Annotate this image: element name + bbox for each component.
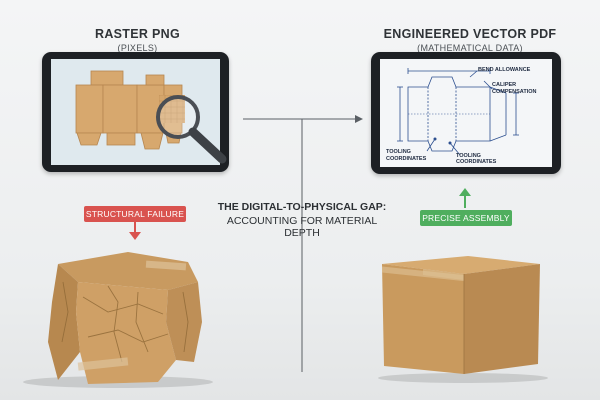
failure-arrow-icon	[129, 221, 141, 240]
vector-title: ENGINEERED VECTOR PDF	[383, 27, 557, 41]
annotation-tooling-left: TOOLING	[386, 149, 411, 155]
vector-tablet: BEND ALLOWANCE CALIPER COMPENSATION TOOL…	[371, 52, 561, 174]
gap-title: THE DIGITAL-TO-PHYSICAL GAP:	[217, 201, 387, 213]
annotation-coordinates-left: COORDINATES	[386, 156, 427, 162]
structural-failure-badge: STRUCTURAL FAILURE	[84, 206, 186, 222]
vector-dieline	[397, 68, 519, 156]
assembly-arrow-icon	[459, 188, 471, 208]
annotation-coordinates-right: COORDINATES	[456, 159, 497, 165]
annotation-tooling-right: TOOLING	[456, 153, 481, 159]
annotation-compensation: COMPENSATION	[492, 89, 537, 95]
annotation-caliper: CALIPER	[492, 82, 517, 88]
precise-assembly-badge: PRECISE ASSEMBLY	[420, 210, 512, 226]
raster-title: RASTER PNG	[95, 27, 180, 41]
annotation-bend-allowance: BEND ALLOWANCE	[478, 67, 531, 73]
intact-box	[378, 256, 548, 383]
vector-screen: BEND ALLOWANCE CALIPER COMPENSATION TOOL…	[380, 59, 552, 167]
magnifier-icon	[156, 95, 227, 164]
gap-subtitle: ACCOUNTING FOR MATERIAL DEPTH	[226, 215, 378, 239]
connector-arrowhead	[355, 115, 363, 123]
raster-dieline	[75, 70, 185, 150]
raster-subtitle: (PIXELS)	[117, 43, 158, 53]
crushed-box	[23, 252, 213, 388]
vector-subtitle: (MATHEMATICAL DATA)	[417, 43, 523, 53]
raster-tablet	[42, 52, 229, 172]
raster-screen	[51, 59, 220, 165]
